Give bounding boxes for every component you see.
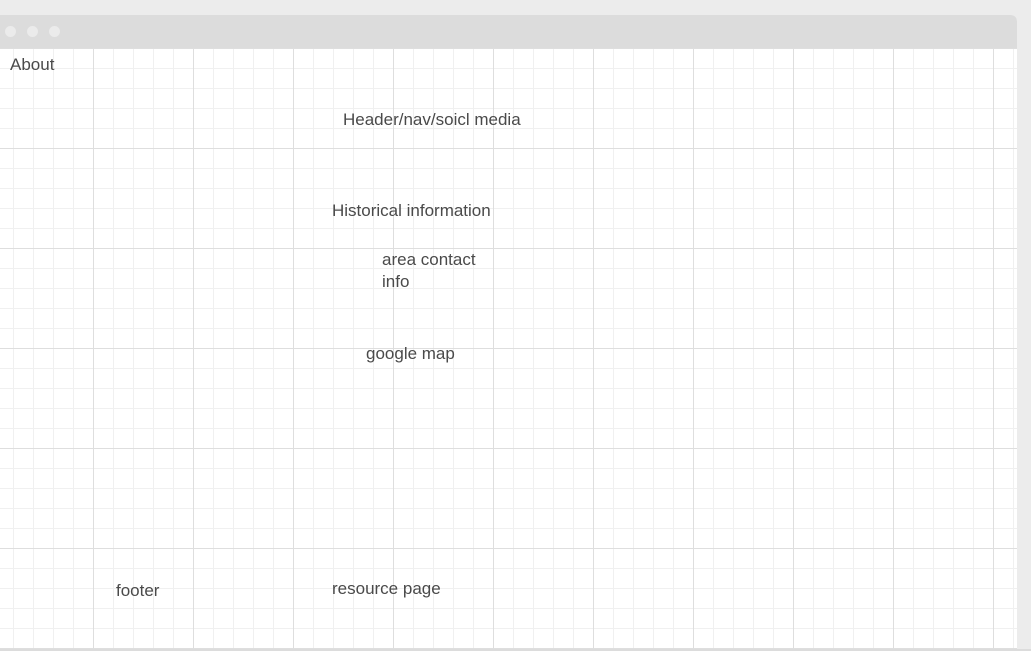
grid-canvas: About Header/nav/soicl media Historical … [0, 48, 1017, 649]
history-block-label: Historical information [332, 201, 491, 220]
window-titlebar [0, 15, 1017, 48]
wireframe-window: About Header/nav/soicl media Historical … [0, 15, 1017, 649]
footer-block-label: footer [116, 581, 160, 600]
window-control-dot[interactable] [27, 26, 38, 37]
window-control-dot[interactable] [5, 26, 16, 37]
contact-block-label: area contact info [382, 250, 476, 291]
map-block-label: google map [366, 344, 455, 363]
bottom-edge [0, 649, 1031, 651]
resource-block-label: resource page [332, 579, 441, 598]
page-title: About [10, 55, 55, 74]
header-block-label: Header/nav/soicl media [343, 110, 521, 129]
window-control-dot[interactable] [49, 26, 60, 37]
